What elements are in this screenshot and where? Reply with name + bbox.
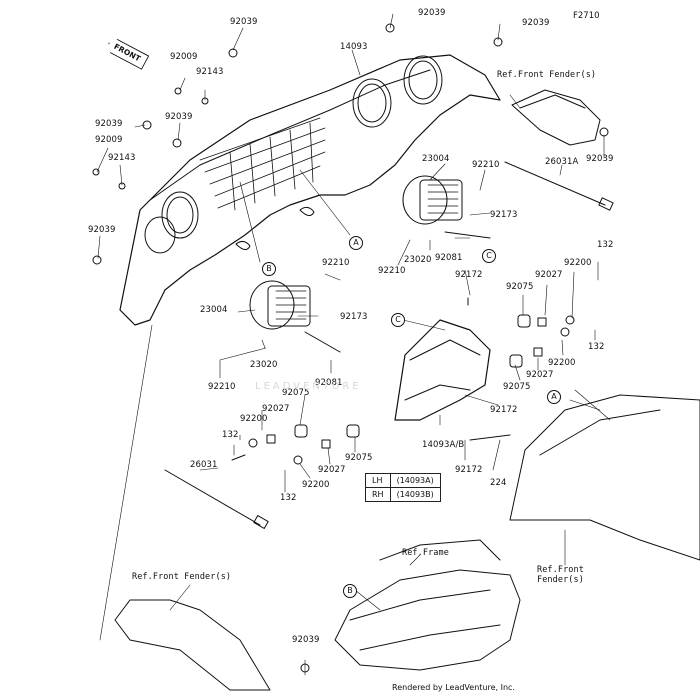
side-cell: RH bbox=[365, 487, 391, 502]
wire-26031 bbox=[164, 469, 261, 526]
table-row: LH (14093A) bbox=[365, 473, 441, 488]
front-fender-ref-top bbox=[511, 89, 601, 146]
part-label: 26031 bbox=[190, 460, 218, 470]
ref-front-fender-right: Ref.Front Fender(s) bbox=[537, 565, 584, 585]
part-label: 92081 bbox=[435, 253, 463, 263]
part-label: 92210 bbox=[208, 382, 236, 392]
part-label: 92027 bbox=[318, 465, 346, 475]
part-label: 92039 bbox=[522, 18, 550, 28]
part-label: 23004 bbox=[200, 305, 228, 315]
part-label: 92039 bbox=[586, 154, 614, 164]
part-label: 14093 bbox=[340, 42, 368, 52]
callout-a: A bbox=[349, 236, 363, 250]
fasteners bbox=[92, 23, 609, 673]
front-fender-ref-right bbox=[509, 394, 700, 561]
part-label: 92039 bbox=[292, 635, 320, 645]
part-label: 92200 bbox=[302, 480, 330, 490]
callout-c-2: C bbox=[391, 313, 405, 327]
part-label: 92075 bbox=[345, 453, 373, 463]
part-label: 14093A/B bbox=[422, 440, 465, 450]
part-label: 92173 bbox=[340, 312, 368, 322]
part-label: 23004 bbox=[422, 154, 450, 164]
front-cover-14093 bbox=[119, 54, 501, 326]
part-label: 23020 bbox=[404, 255, 432, 265]
side-part-table: LH (14093A) RH (14093B) bbox=[365, 473, 441, 502]
part-label: 92027 bbox=[262, 404, 290, 414]
part-label: 92075 bbox=[282, 388, 310, 398]
front-fender-ref-bottom bbox=[114, 599, 271, 691]
part-label: 92143 bbox=[196, 67, 224, 77]
part-label: 92039 bbox=[165, 112, 193, 122]
part-label: 92075 bbox=[503, 382, 531, 392]
callout-b-2: B bbox=[343, 584, 357, 598]
part-label: 92210 bbox=[472, 160, 500, 170]
side-cell: LH bbox=[365, 473, 391, 488]
part-label: 92172 bbox=[455, 465, 483, 475]
part-label: 132 bbox=[280, 493, 297, 503]
part-label: 92081 bbox=[315, 378, 343, 388]
part-label: 92143 bbox=[108, 153, 136, 163]
frame-ref bbox=[334, 539, 521, 671]
wire-lower bbox=[304, 331, 341, 353]
ref-front-fender-bottom: Ref.Front Fender(s) bbox=[132, 572, 232, 582]
part-label: 92027 bbox=[526, 370, 554, 380]
part-label: 92172 bbox=[455, 270, 483, 280]
headlight-upper bbox=[402, 175, 463, 225]
callout-b: B bbox=[262, 262, 276, 276]
part-label: 92173 bbox=[490, 210, 518, 220]
part-cell: (14093A) bbox=[389, 473, 441, 488]
diagram-code: F2710 bbox=[573, 11, 600, 21]
leader-lines bbox=[96, 13, 611, 676]
part-label: 92200 bbox=[548, 358, 576, 368]
watermark: LEADVENTURE bbox=[255, 381, 362, 392]
ref-front-fender-top: Ref.Front Fender(s) bbox=[497, 70, 597, 80]
part-label: 92075 bbox=[506, 282, 534, 292]
part-label: 92039 bbox=[230, 17, 258, 27]
table-row: RH (14093B) bbox=[365, 487, 441, 502]
headlight-bracket bbox=[394, 319, 491, 421]
wire-26031a bbox=[504, 161, 606, 206]
callout-a-2: A bbox=[547, 390, 561, 404]
callout-c: C bbox=[482, 249, 496, 263]
wire-upper bbox=[444, 231, 491, 239]
part-label: 132 bbox=[588, 342, 605, 352]
part-label: 92200 bbox=[564, 258, 592, 268]
hardware-set bbox=[231, 297, 575, 465]
part-label: 92210 bbox=[322, 258, 350, 268]
part-label: 224 bbox=[490, 478, 507, 488]
part-label: 92027 bbox=[535, 270, 563, 280]
part-label: 132 bbox=[222, 430, 239, 440]
part-label: 92039 bbox=[418, 8, 446, 18]
ref-frame: Ref.Frame bbox=[402, 548, 449, 558]
part-label: 26031A bbox=[545, 157, 579, 167]
part-label: 92039 bbox=[95, 119, 123, 129]
headlight-lower bbox=[249, 280, 311, 330]
part-label: 92172 bbox=[490, 405, 518, 415]
part-label: 132 bbox=[597, 240, 614, 250]
part-cell: (14093B) bbox=[389, 487, 441, 502]
footer-credit: Rendered by LeadVenture, Inc. bbox=[392, 683, 515, 692]
part-label: 92210 bbox=[378, 266, 406, 276]
part-label: 92039 bbox=[88, 225, 116, 235]
part-label: 92200 bbox=[240, 414, 268, 424]
part-label: 23020 bbox=[250, 360, 278, 370]
part-label: 92009 bbox=[95, 135, 123, 145]
part-label: 92009 bbox=[170, 52, 198, 62]
